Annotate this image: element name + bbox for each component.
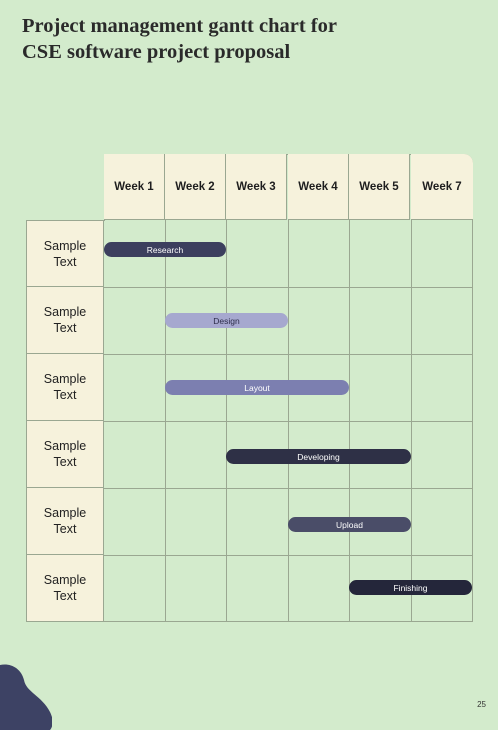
grid-line: [104, 287, 473, 288]
task-bar-upload: Upload: [288, 517, 411, 532]
page-number: 25: [477, 700, 486, 709]
task-bar-label: Finishing: [393, 582, 428, 593]
task-bar-developing: Developing: [226, 449, 411, 464]
task-bar-research: Research: [104, 242, 226, 257]
task-bar-layout: Layout: [165, 380, 349, 395]
decorative-blob: [0, 664, 52, 730]
title-line-2: CSE software project proposal: [22, 41, 291, 63]
task-bar-label: Design: [213, 315, 240, 326]
grid-line: [104, 421, 473, 422]
task-bar-design: Design: [165, 313, 288, 328]
page-title: Project management gantt chart for CSE s…: [22, 13, 462, 65]
task-bar-label: Research: [146, 244, 184, 255]
week-header-2: Week 2: [165, 154, 226, 220]
week-header-3: Week 3: [226, 154, 287, 220]
grid-line: [104, 488, 473, 489]
grid-line: [104, 354, 473, 355]
grid-line: [104, 621, 473, 622]
week-header-5: Week 5: [349, 154, 410, 220]
week-header-1: Week 1: [104, 154, 165, 220]
task-bar-finishing: Finishing: [349, 580, 472, 595]
task-bar-label: Upload: [336, 519, 363, 530]
grid-line: [104, 555, 473, 556]
task-bar-label: Layout: [244, 382, 270, 393]
week-header-4: Week 4: [288, 154, 349, 220]
title-line-1: Project management gantt chart for: [22, 15, 337, 37]
task-bar-label: Developing: [297, 451, 340, 462]
week-header-7: Week 7: [411, 154, 473, 220]
